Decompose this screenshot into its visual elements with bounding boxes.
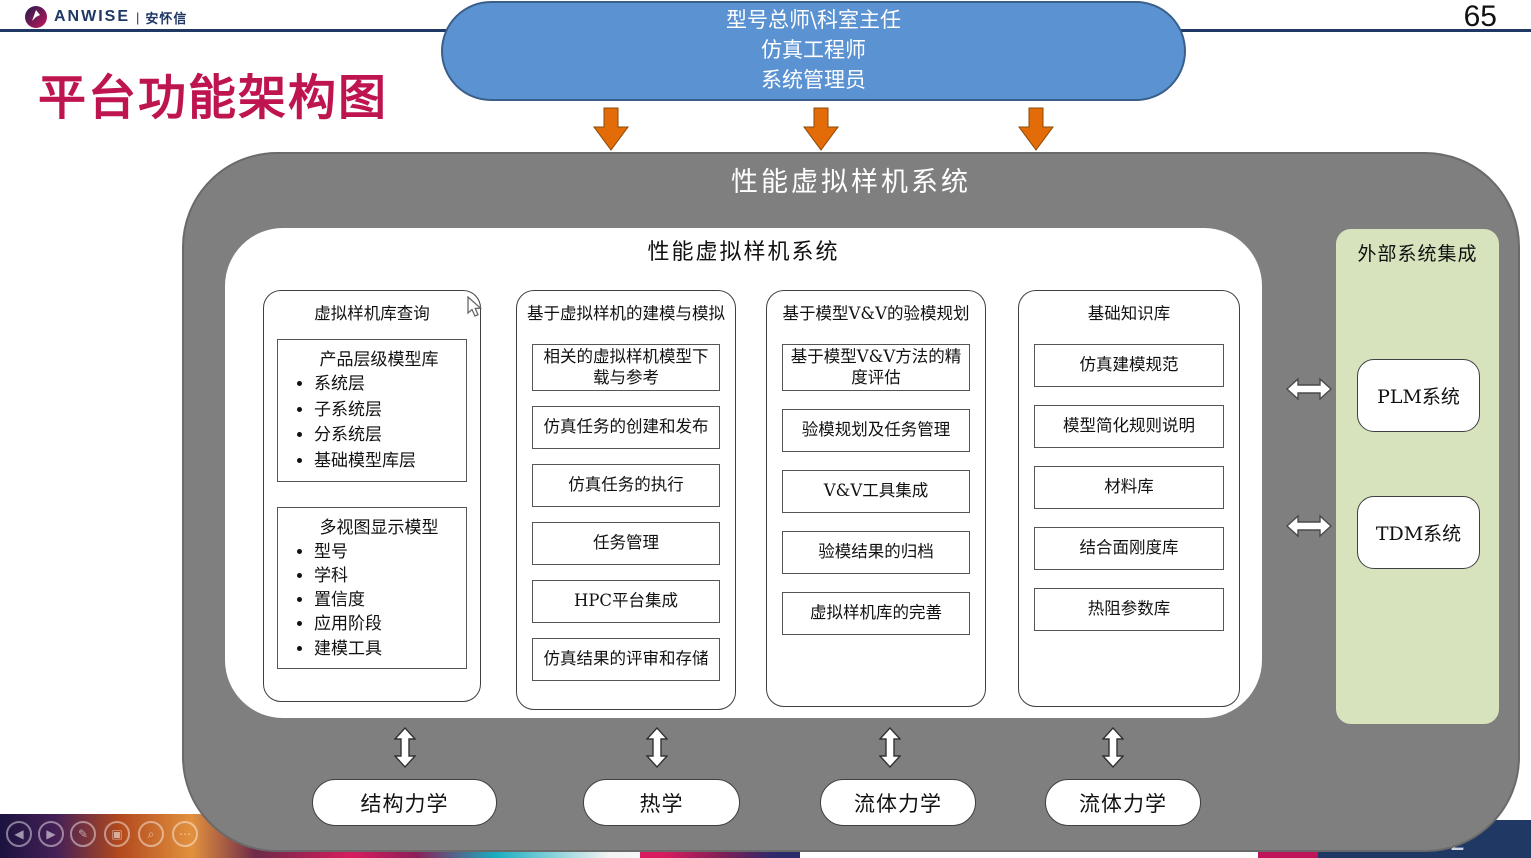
bullet-item: 学科 (314, 564, 460, 588)
pen-tool-button[interactable]: ✎ (70, 821, 96, 847)
bullet-item: 置信度 (314, 588, 460, 612)
function-box: 热阻参数库 (1034, 588, 1224, 631)
next-slide-button[interactable]: ▶ (38, 821, 64, 847)
group-title: 产品层级模型库 (319, 350, 439, 370)
bullet-item: 建模工具 (314, 637, 460, 661)
group-multiview-model-display: 多视图显示模型 型号 学科 置信度 应用阶段 建模工具 (277, 507, 467, 669)
function-box: HPC平台集成 (532, 580, 720, 624)
double-arrow-vertical-icon (646, 727, 668, 768)
double-arrow-horizontal-icon (1286, 377, 1332, 401)
column-boxes: 仿真建模规范 模型简化规则说明 材料库 结合面刚度库 热阻参数库 (1034, 344, 1224, 631)
column-header: 基于虚拟样机的建模与模拟 (527, 304, 725, 323)
more-options-button[interactable]: ⋯ (172, 821, 198, 847)
function-box: 仿真建模规范 (1034, 344, 1224, 387)
function-box: 验模结果的归档 (782, 531, 970, 575)
column-header: 虚拟样机库查询 (314, 304, 430, 323)
bullet-item: 型号 (314, 540, 460, 564)
logo-brand-cn-text: 安怀信 (145, 10, 188, 26)
actor-line-3: 系统管理员 (761, 67, 866, 92)
mouse-cursor-icon (467, 296, 483, 317)
external-systems-title: 外部系统集成 (1357, 243, 1478, 265)
bullet-item: 系统层 (314, 372, 460, 398)
actors-pill: 型号总师\科室主任 仿真工程师 系统管理员 (441, 1, 1186, 101)
double-arrow-vertical-icon (394, 727, 416, 768)
plm-system-box: PLM系统 (1357, 359, 1480, 432)
column-header: 基础知识库 (1087, 304, 1171, 323)
logo-brand-text: ANWISE (54, 8, 130, 25)
function-box: 材料库 (1034, 466, 1224, 509)
function-box: 相关的虚拟样机模型下载与参考 (532, 344, 720, 392)
function-box: 虚拟样机库的完善 (782, 592, 970, 636)
column-groups: 产品层级模型库 系统层 子系统层 分系统层 基础模型库层 多视图显示模型 型号 … (277, 339, 467, 669)
column-boxes: 基于模型V&V方法的精度评估 验模规划及任务管理 V&V工具集成 验模结果的归档… (782, 344, 970, 636)
anwise-logo-icon (25, 6, 47, 28)
column-boxes: 相关的虚拟样机模型下载与参考 仿真任务的创建和发布 仿真任务的执行 任务管理 H… (532, 344, 720, 682)
double-arrow-horizontal-icon (1286, 514, 1332, 538)
inner-system-title: 性能虚拟样机系统 (647, 240, 840, 265)
double-arrow-vertical-icon (1102, 727, 1124, 768)
group-title: 多视图显示模型 (319, 518, 439, 538)
function-box: 结合面刚度库 (1034, 527, 1224, 570)
function-box: V&V工具集成 (782, 470, 970, 514)
company-logo: ANWISE | 安怀信 (24, 5, 187, 29)
actor-line-1: 型号总师\科室主任 (725, 8, 902, 33)
function-box: 任务管理 (532, 522, 720, 566)
see-all-slides-button[interactable]: ▣ (104, 821, 130, 847)
system-container-title: 性能虚拟样机系统 (731, 167, 971, 198)
logo-divider: | (136, 9, 140, 25)
group-product-level-model-library: 产品层级模型库 系统层 子系统层 分系统层 基础模型库层 (277, 339, 467, 482)
bullet-list: 系统层 子系统层 分系统层 基础模型库层 (314, 372, 460, 474)
down-arrow-icon (1018, 107, 1054, 151)
footer-accent-bar (1258, 848, 1318, 858)
external-systems-panel: 外部系统集成 PLM系统 TDM系统 (1335, 228, 1500, 725)
tdm-system-box: TDM系统 (1357, 496, 1480, 569)
discipline-box-fluid-mechanics: 流体力学 (1045, 779, 1201, 826)
discipline-box-fluid-mechanics: 流体力学 (820, 779, 976, 826)
slide-page-number: 65 (1463, 0, 1497, 33)
bullet-item: 应用阶段 (314, 612, 460, 636)
previous-slide-button[interactable]: ◀ (6, 821, 32, 847)
bullet-item: 分系统层 (314, 423, 460, 449)
down-arrow-icon (803, 107, 839, 151)
function-box: 模型简化规则说明 (1034, 405, 1224, 448)
column-virtual-prototype-library-query: 虚拟样机库查询 产品层级模型库 系统层 子系统层 分系统层 基础模型库层 多视图… (263, 290, 481, 702)
discipline-box-thermal: 热学 (583, 779, 740, 826)
function-box: 仿真任务的创建和发布 (532, 406, 720, 450)
function-box: 仿真任务的执行 (532, 464, 720, 508)
bullet-item: 基础模型库层 (314, 449, 460, 475)
function-box: 验模规划及任务管理 (782, 409, 970, 453)
column-modeling-simulation: 基于虚拟样机的建模与模拟 相关的虚拟样机模型下载与参考 仿真任务的创建和发布 仿… (516, 290, 736, 710)
function-box: 仿真结果的评审和存储 (532, 638, 720, 682)
column-header: 基于模型V&V的验模规划 (782, 304, 970, 323)
actor-line-2: 仿真工程师 (761, 38, 866, 63)
column-vv-validation-planning: 基于模型V&V的验模规划 基于模型V&V方法的精度评估 验模规划及任务管理 V&… (766, 290, 986, 707)
discipline-box-structural-mechanics: 结构力学 (312, 779, 497, 826)
slide-title: 平台功能架构图 (38, 72, 389, 125)
double-arrow-vertical-icon (879, 727, 901, 768)
function-box: 基于模型V&V方法的精度评估 (782, 344, 970, 392)
down-arrow-icon (593, 107, 629, 151)
column-basic-knowledge-base: 基础知识库 仿真建模规范 模型简化规则说明 材料库 结合面刚度库 热阻参数库 (1018, 290, 1240, 707)
bullet-item: 子系统层 (314, 398, 460, 424)
bullet-list: 型号 学科 置信度 应用阶段 建模工具 (314, 540, 460, 661)
zoom-tool-button[interactable]: ⌕ (138, 821, 164, 847)
